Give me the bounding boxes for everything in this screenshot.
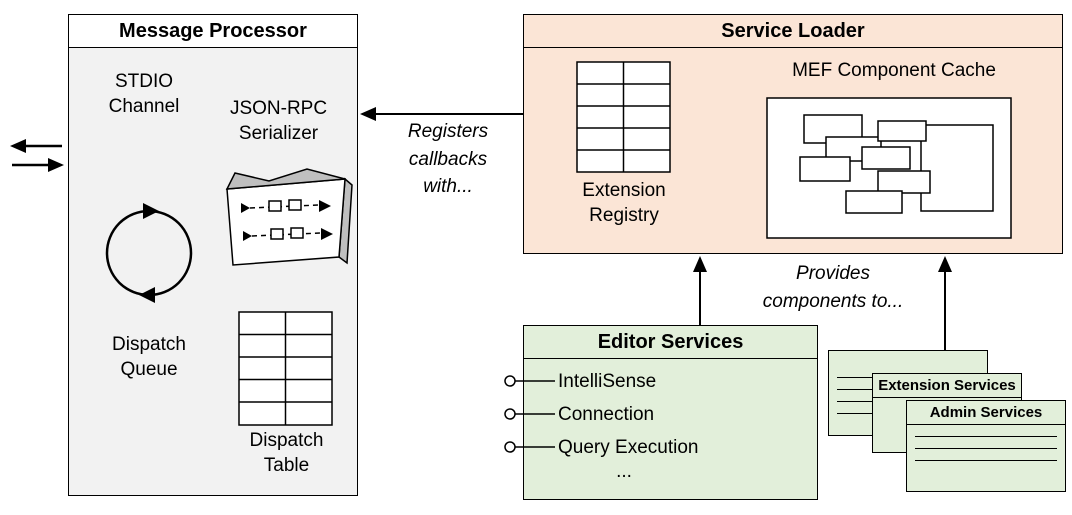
service-loader-title: Service Loader	[524, 15, 1062, 48]
message-processor-box: Message Processor STDIO Channel JSON-RPC…	[68, 14, 358, 496]
mef-component-cache-icon	[766, 97, 1012, 239]
dispatch-table-label: Dispatch Table	[249, 430, 324, 476]
stdio-arrows	[10, 139, 64, 172]
editor-service-item-ellipsis: ...	[616, 461, 632, 482]
extension-registry-label: Extension Registry	[582, 180, 666, 226]
service-cards-to-service-loader-arrow	[938, 256, 952, 350]
service-card-admin-services: Admin Services	[906, 400, 1066, 492]
card-text-line	[915, 460, 1057, 461]
jsonrpc-serializer-label: JSON-RPC Serializer	[229, 98, 328, 144]
admin-services-label: Admin Services	[907, 401, 1065, 425]
editor-services-box: Editor Services IntelliSense Connection …	[523, 325, 818, 500]
editor-service-item-intellisense: IntelliSense	[558, 371, 657, 392]
provides-components-annotation: Provides components to...	[762, 263, 904, 312]
editor-services-to-service-loader-arrow	[693, 256, 707, 325]
card-text-line	[915, 436, 1057, 437]
editor-service-item-connection: Connection	[558, 404, 655, 425]
extension-services-label: Extension Services	[873, 374, 1021, 398]
dispatch-queue-label: Dispatch Queue	[112, 334, 186, 380]
editor-service-item-query-execution: Query Execution	[558, 437, 699, 458]
message-processor-title: Message Processor	[69, 15, 357, 48]
registers-callbacks-annotation: Registers callbacks with...	[407, 121, 489, 198]
jsonrpc-serializer-icon	[225, 168, 353, 266]
mef-component-cache-label: MEF Component Cache	[792, 60, 996, 81]
editor-services-title: Editor Services	[524, 326, 817, 359]
card-text-line	[915, 448, 1057, 449]
dispatch-queue-icon	[105, 203, 193, 303]
dispatch-table-icon	[238, 311, 333, 426]
service-loader-box: Service Loader Extension Registry MEF Co…	[523, 14, 1063, 254]
extension-registry-icon	[576, 61, 671, 173]
stdio-channel-label: STDIO Channel	[108, 71, 180, 117]
